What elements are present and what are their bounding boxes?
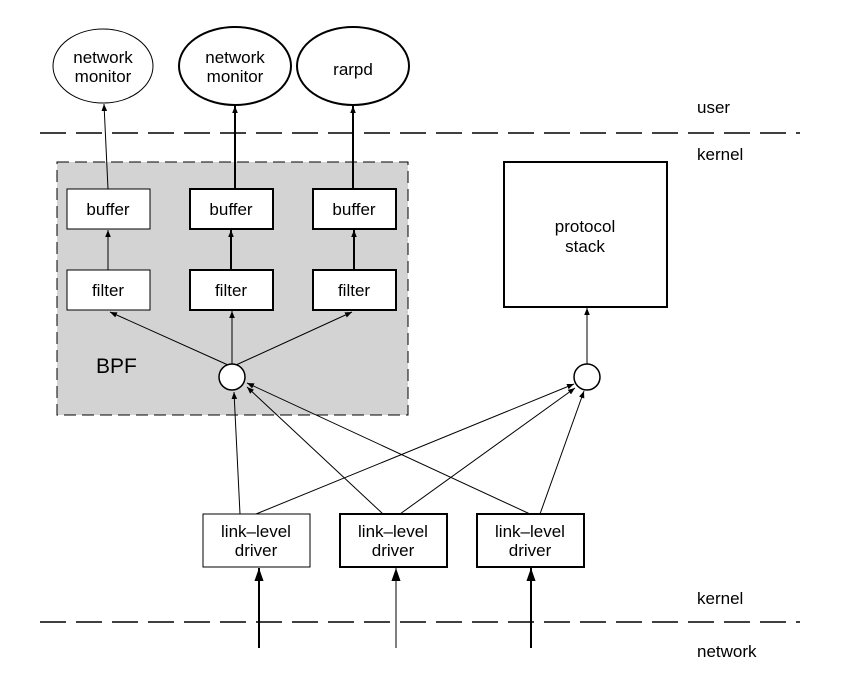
arrow-driver3-to-bpf-tap	[246, 382, 531, 515]
arrow-driver2-to-protocol-tap	[399, 387, 576, 515]
driver-1-label-line2: driver	[235, 541, 278, 560]
driver-3-label-line2: driver	[509, 541, 552, 560]
buffer-label-2: buffer	[209, 200, 253, 219]
arrow-tap-to-filter1	[109, 311, 229, 366]
driver-3-label-line1: link–level	[495, 522, 565, 541]
process-2-label-line1: network	[205, 48, 265, 67]
driver-1-label-line1: link–level	[221, 522, 291, 541]
filter-box-2	[189, 269, 274, 311]
layer-label-user: user	[697, 98, 730, 117]
process-rarpd	[296, 26, 410, 106]
protocol-stack-label-line1: protocol	[555, 217, 615, 236]
arrow-driver1-to-bpf-tap	[231, 391, 241, 515]
arrow-driver2-to-bpf-tap	[246, 386, 384, 515]
arrow-tap-to-filter3	[235, 311, 353, 366]
buffer-box-3	[312, 188, 397, 230]
process-1-label-line1: network	[73, 48, 133, 67]
buffer-label-3: buffer	[332, 200, 376, 219]
buffer-box-2	[189, 188, 274, 230]
process-network-monitor-2	[178, 26, 292, 106]
driver-box-3	[476, 513, 585, 568]
layer-label-kernel-bottom: kernel	[697, 589, 743, 608]
protocol-stack-box	[503, 161, 668, 308]
arrow-buffer1-to-process1	[101, 103, 109, 190]
arrow-driver3-to-protocol-tap	[539, 390, 585, 515]
layer-label-kernel-top: kernel	[697, 145, 743, 164]
buffer-box-1	[66, 188, 151, 230]
process-2-label-line2: monitor	[207, 67, 264, 86]
bpf-label: BPF	[96, 355, 137, 378]
process-network-monitor-1	[52, 28, 154, 104]
protocol-tap-circle	[573, 363, 601, 391]
driver-box-1	[202, 513, 311, 568]
filter-box-1	[66, 269, 151, 311]
protocol-stack-label-line2: stack	[565, 237, 605, 256]
buffer-label-1: buffer	[86, 200, 130, 219]
layer-label-network: network	[697, 642, 757, 661]
driver-2-label-line2: driver	[372, 541, 415, 560]
driver-box-2	[339, 513, 448, 568]
filter-label-1: filter	[92, 281, 124, 300]
filter-label-2: filter	[215, 281, 247, 300]
filter-box-3	[312, 269, 397, 311]
process-3-label: rarpd	[333, 60, 373, 79]
driver-2-label-line1: link–level	[358, 522, 428, 541]
process-1-label-line2: monitor	[75, 67, 132, 86]
bpf-tap-circle	[218, 363, 246, 391]
arrow-driver1-to-protocol-tap	[255, 383, 575, 515]
filter-label-3: filter	[338, 281, 370, 300]
